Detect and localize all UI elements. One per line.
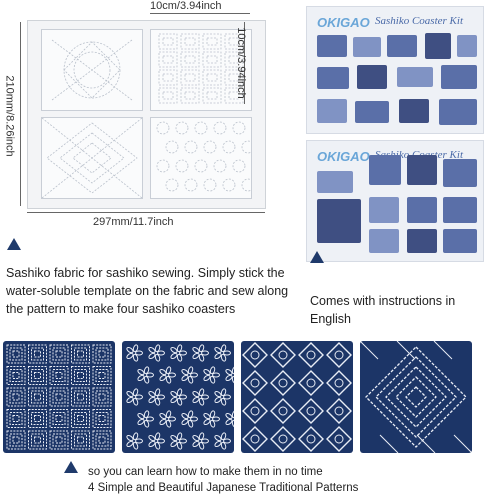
sheet-width-label: 297mm/11.7inch bbox=[93, 216, 174, 228]
bullet-triangle bbox=[310, 251, 324, 263]
instruction-title: Sashiko Coaster Kit bbox=[375, 15, 464, 27]
instruction-photo bbox=[353, 37, 381, 57]
template-sheet bbox=[27, 20, 266, 209]
bullet-triangle bbox=[7, 238, 21, 250]
coaster-flower-lattice bbox=[241, 341, 353, 453]
instruction-photo bbox=[407, 229, 437, 253]
instruction-photo bbox=[443, 229, 477, 253]
fabric-caption: Sashiko fabric for sashiko sewing. Simpl… bbox=[6, 266, 289, 316]
width-dimension-line bbox=[150, 13, 250, 14]
bottom-caption-line2: 4 Simple and Beautiful Japanese Traditio… bbox=[88, 482, 359, 494]
instruction-photo bbox=[441, 65, 477, 89]
brand-logo: OKIGAO bbox=[317, 15, 370, 30]
instructions-caption: Comes with instructions in English bbox=[310, 294, 456, 326]
instruction-photo bbox=[439, 99, 477, 125]
tile-width-label: 10cm/3.94inch bbox=[150, 0, 222, 12]
instruction-photo bbox=[369, 229, 399, 253]
pattern-tile-flower bbox=[41, 29, 143, 111]
instruction-photo bbox=[425, 33, 451, 59]
instruction-photo bbox=[443, 197, 477, 223]
coaster-squares bbox=[3, 341, 115, 453]
pattern-tile-blossom bbox=[150, 117, 255, 199]
sheet-height-line bbox=[20, 22, 21, 206]
coaster-diamond bbox=[360, 341, 472, 453]
instruction-photo bbox=[317, 199, 361, 243]
sheet-width-line bbox=[27, 212, 265, 213]
instruction-photo bbox=[369, 197, 399, 223]
pattern-tile-squares bbox=[150, 29, 252, 111]
instruction-photo bbox=[407, 197, 437, 223]
bottom-caption-line1: so you can learn how to make them in no … bbox=[88, 466, 323, 478]
instruction-photo bbox=[397, 67, 433, 87]
sheet-height-label: 210mm/8.26inch bbox=[3, 75, 16, 157]
instruction-photo bbox=[317, 67, 349, 89]
instruction-card-2: OKIGAO Sashiko Coaster Kit bbox=[306, 140, 484, 262]
coaster-blossom bbox=[122, 341, 234, 453]
instruction-photo bbox=[357, 65, 387, 89]
instruction-photo bbox=[317, 99, 347, 123]
instruction-photo bbox=[457, 35, 477, 57]
instruction-photo bbox=[407, 155, 437, 185]
instruction-photo bbox=[387, 35, 417, 57]
instruction-photo bbox=[355, 101, 389, 123]
instruction-photo bbox=[369, 155, 401, 185]
pattern-tile-diamond bbox=[41, 117, 143, 199]
brand-logo: OKIGAO bbox=[317, 149, 370, 164]
instruction-photo bbox=[317, 171, 353, 193]
height-dimension-line bbox=[244, 22, 245, 104]
instruction-card-1: OKIGAO Sashiko Coaster Kit bbox=[306, 6, 484, 134]
instruction-photo bbox=[443, 159, 477, 187]
bullet-triangle bbox=[64, 461, 78, 473]
instruction-photo bbox=[317, 35, 347, 57]
tile-height-label: 10cm/3.94inch bbox=[234, 27, 247, 99]
instruction-photo bbox=[399, 99, 429, 123]
